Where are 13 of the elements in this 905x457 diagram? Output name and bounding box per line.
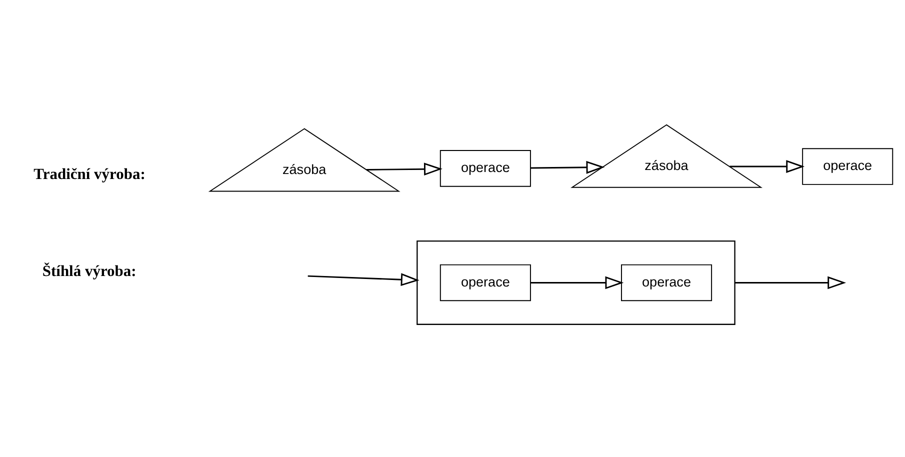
- node-box: operace: [802, 148, 894, 185]
- node-box: operace: [621, 264, 712, 302]
- arrow: [734, 276, 846, 290]
- cluster: [416, 240, 736, 325]
- arrow: [366, 162, 442, 176]
- label: Štíhlá výroba:: [42, 262, 136, 280]
- arrow: [730, 160, 805, 173]
- arrow: [530, 160, 605, 174]
- label: Tradiční výroba:: [34, 166, 146, 183]
- node-box: operace: [440, 150, 531, 187]
- node-box: operace: [440, 264, 531, 302]
- arrow: [530, 276, 624, 290]
- arrow: [308, 273, 420, 286]
